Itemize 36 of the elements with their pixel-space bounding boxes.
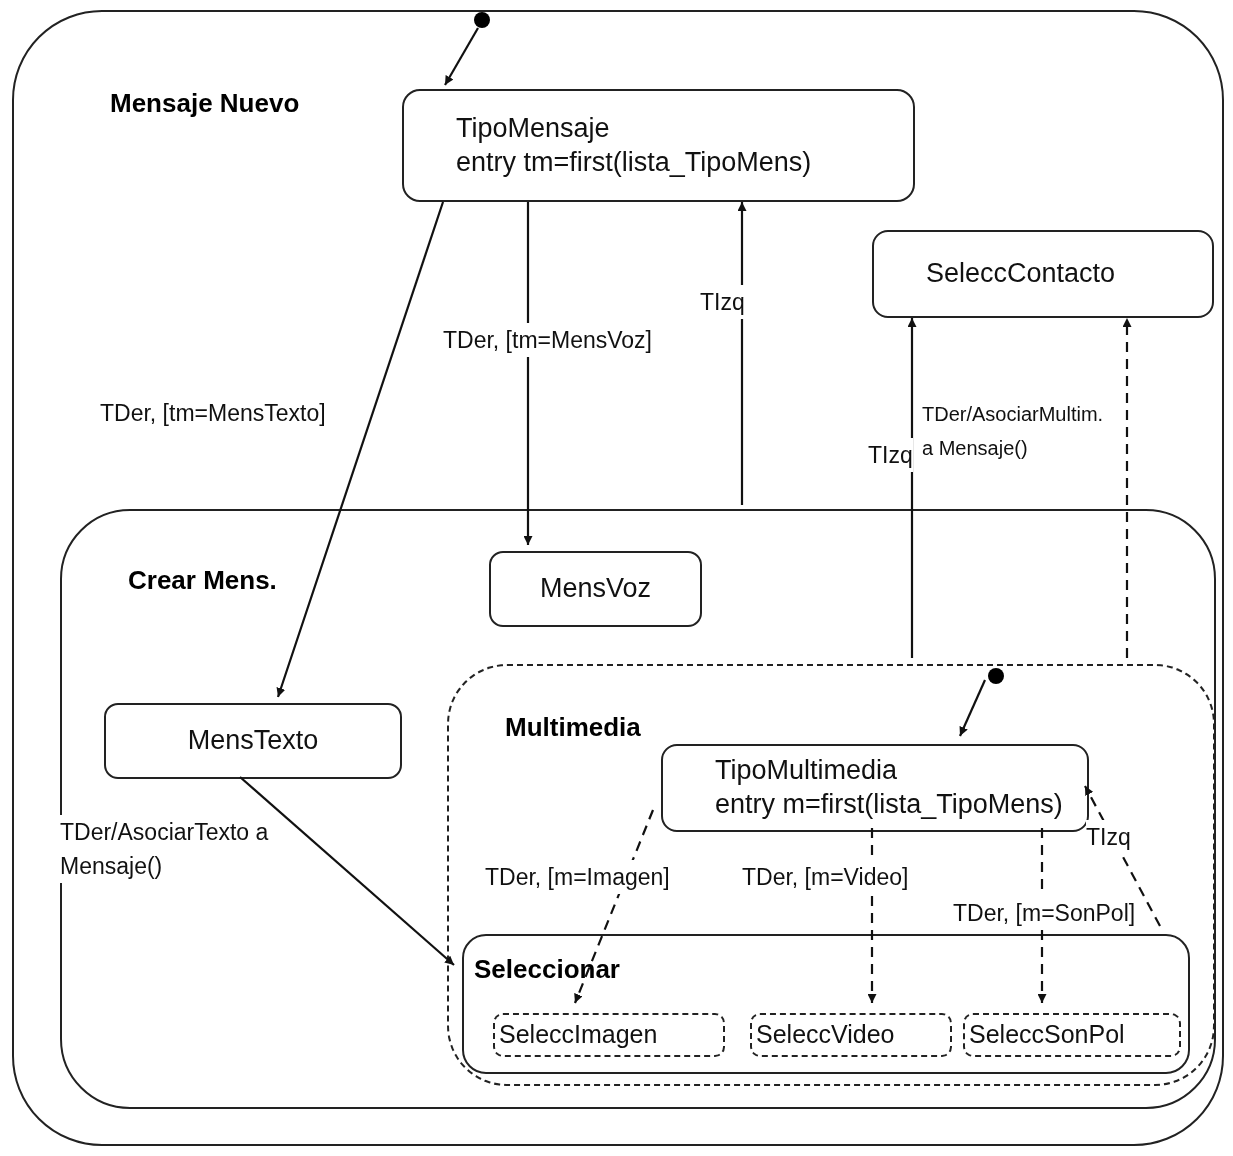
state-heading: Seleccionar [474,953,620,986]
state-box [963,1013,1181,1057]
edge-label: TDer, [m=Imagen] [485,860,670,894]
state-name: SeleccContacto [925,257,1117,291]
transition-arrow [959,679,986,737]
transition-arrow [239,776,455,966]
edge-label: TIzq [1086,820,1131,854]
transition-arrow [523,202,533,545]
transition-arrow [907,318,917,658]
transition-arrow [1122,318,1132,658]
state-box [489,551,702,627]
entry-action: entry m=first(lista_TipoMens) [714,788,1064,821]
state-box [493,1013,725,1057]
transition-arrow [276,201,445,698]
state-heading: Mensaje Nuevo [110,87,300,120]
entry-action: entry tm=first(lista_TipoMens) [455,145,813,179]
state-box [402,89,915,202]
state-name: MensTexto [186,724,320,758]
transition-arrow [737,202,747,505]
edge-label: TIzq [700,285,745,319]
state-name: SeleccVideo [755,1019,896,1051]
state-name: SeleccSonPol [968,1019,1126,1051]
transition-arrow [573,809,655,1004]
state-box [750,1013,952,1057]
edge-label: TDer, [tm=MensVoz] [443,323,652,357]
state-heading: Multimedia [505,711,641,744]
transition-arrow [444,27,479,86]
state-box [104,703,402,779]
state-name: SeleccImagen [498,1019,659,1051]
state-heading: Crear Mens. [128,564,277,597]
state-name: TipoMultimedia [714,754,899,788]
composite-state [462,934,1190,1074]
state-name: MensVoz [538,572,653,606]
edge-label: TIzq [868,438,913,472]
state-name: TipoMensaje [455,111,611,145]
state-box [872,230,1214,318]
